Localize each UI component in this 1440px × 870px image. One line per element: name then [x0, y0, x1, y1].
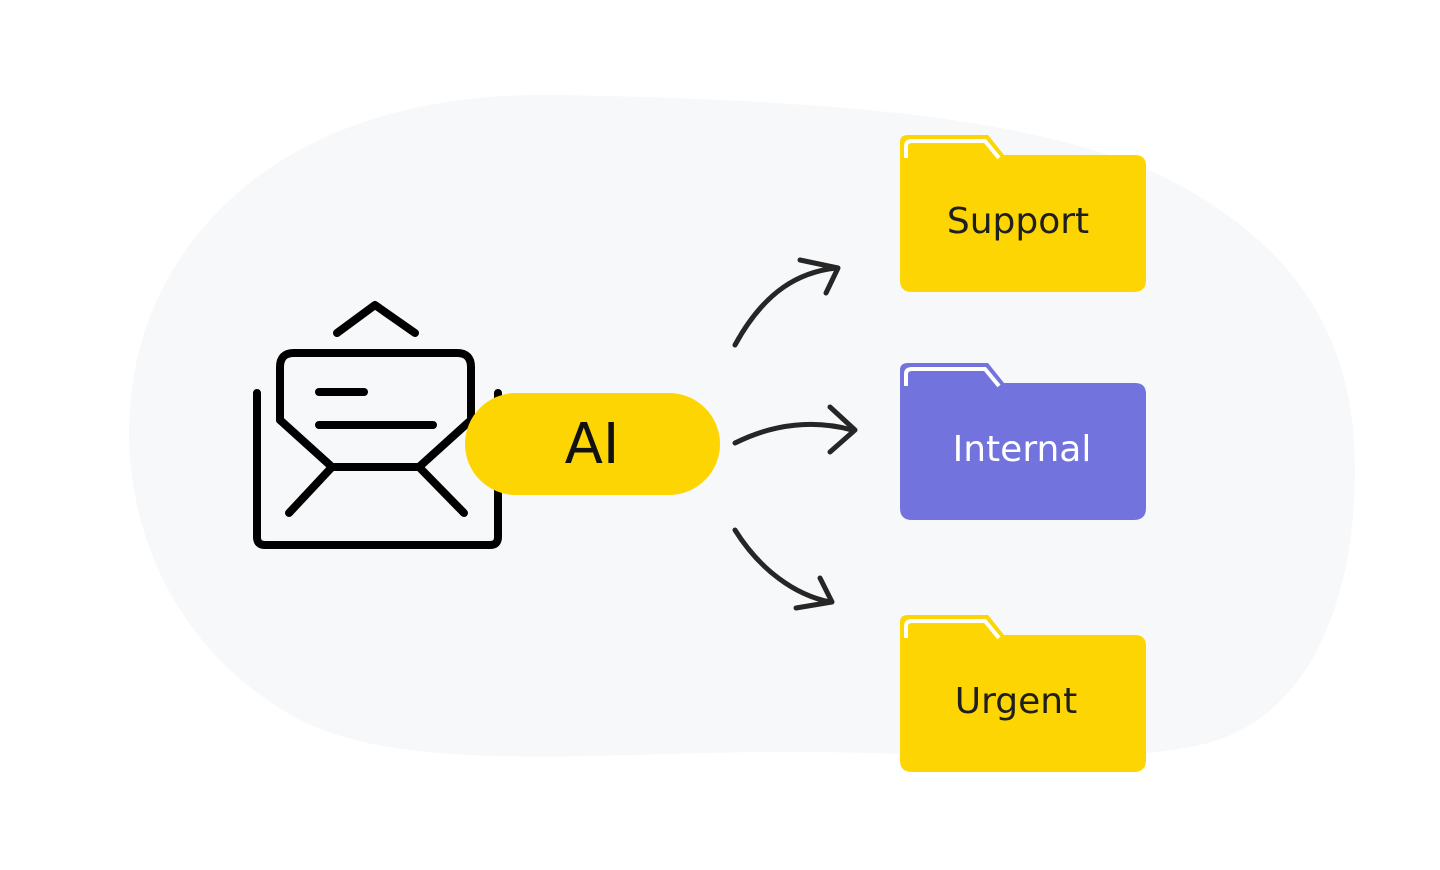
- folder-tab-line: [904, 619, 1001, 640]
- ai-badge-pill: [465, 393, 720, 495]
- folder-support: Support: [900, 135, 1146, 292]
- curved-arrow-head-icon: [793, 575, 835, 611]
- folder-tab-line: [904, 139, 1001, 160]
- curved-arrow-icon: [732, 527, 833, 605]
- folder-icon: [900, 363, 1146, 520]
- background-blob: [129, 94, 1355, 758]
- folder-urgent: Urgent: [900, 615, 1146, 772]
- folder-icon: [900, 135, 1146, 292]
- folder-internal: Internal: [900, 363, 1146, 520]
- open-envelope-icon: [253, 301, 502, 549]
- curved-arrow-icon: [732, 265, 839, 348]
- folder-label: Support: [947, 201, 1089, 242]
- curved-arrow-icon-group: [732, 257, 858, 611]
- curved-arrow-head-icon: [797, 257, 841, 296]
- folder-label: Urgent: [955, 681, 1077, 722]
- folder-label: Internal: [953, 429, 1092, 470]
- ai-badge: AI: [465, 393, 720, 495]
- curved-arrow-head-icon: [827, 404, 858, 455]
- folder-icon: [900, 615, 1146, 772]
- curved-arrow-icon: [732, 421, 855, 446]
- ai-badge-label: AI: [565, 412, 620, 477]
- folder-tab-line: [904, 367, 1001, 388]
